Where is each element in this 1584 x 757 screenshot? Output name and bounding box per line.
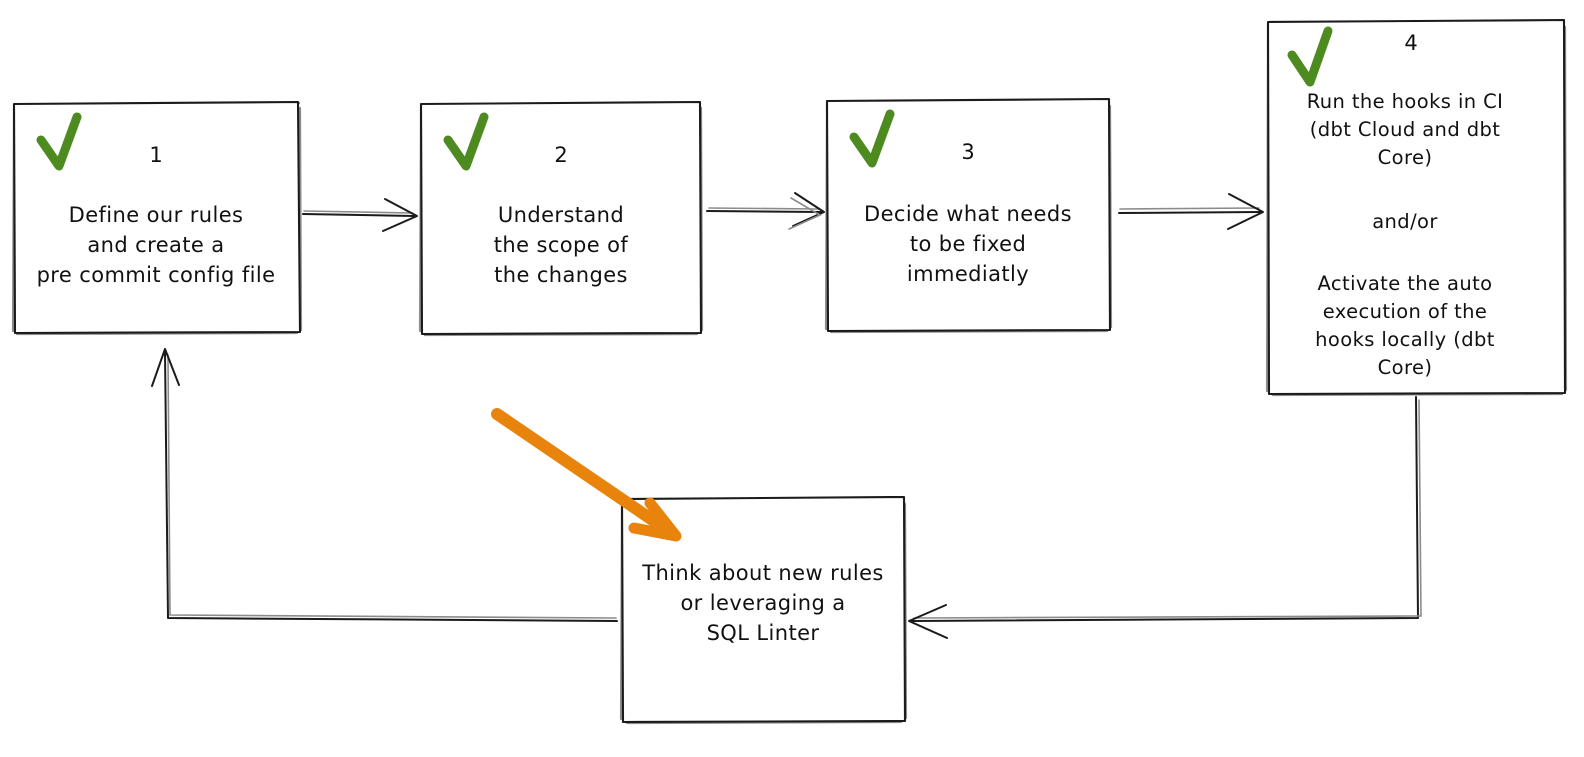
edge-2-3 <box>706 192 825 230</box>
edge-2-3-arrowhead-ghost <box>788 197 822 230</box>
edge-2-3-arrowhead <box>792 192 825 227</box>
node-1-border <box>12 100 302 335</box>
node-3-line-3: immediatly <box>907 262 1029 286</box>
node-1-number: 1 <box>149 143 162 167</box>
node-4-line-8: Core) <box>1378 356 1433 379</box>
node-4-line-6: execution of the <box>1323 300 1488 323</box>
edge-5-1-line-ghost <box>167 354 617 619</box>
node-3-number: 3 <box>961 140 974 164</box>
edge-4-5-line <box>911 396 1419 622</box>
edge-3-4-arrowhead <box>1227 193 1264 230</box>
node-5-line-2: or leveraging a <box>680 591 845 615</box>
edge-3-4-line <box>1118 211 1262 214</box>
node-5-line-1: Think about new rules <box>641 561 884 585</box>
edge-2-3-line-ghost <box>708 207 820 210</box>
node-4[interactable]: 4 Run the hooks in CI (dbt Cloud and dbt… <box>1265 18 1568 397</box>
node-1[interactable]: 1 Define our rules and create a pre comm… <box>11 100 303 336</box>
node-1-line-1: Define our rules <box>69 203 244 227</box>
node-1-line-3: pre commit config file <box>37 263 276 287</box>
node-2-line-3: the changes <box>494 263 628 287</box>
edge-3-4-line-ghost <box>1119 207 1260 210</box>
node-5-line-3: SQL Linter <box>707 621 820 645</box>
node-4-line-1: Run the hooks in CI <box>1307 90 1504 113</box>
check-icon <box>1287 26 1333 87</box>
check-icon <box>36 112 82 171</box>
edge-5-1 <box>151 348 618 622</box>
node-4-line-7: hooks locally (dbt <box>1315 328 1495 351</box>
node-2-line-1: Understand <box>498 203 624 227</box>
node-4-line-3: Core) <box>1378 146 1433 169</box>
node-2-line-2: the scope of <box>494 233 629 257</box>
edge-1-2 <box>302 198 418 232</box>
edge-4-5-arrowhead <box>908 604 948 639</box>
node-4-number: 4 <box>1404 31 1417 55</box>
edge-3-4 <box>1118 193 1264 230</box>
node-5-border <box>620 495 907 724</box>
highlight-arrow-shaft <box>491 408 679 540</box>
node-2-number: 2 <box>554 143 567 167</box>
node-3-line-1: Decide what needs <box>864 202 1072 226</box>
edge-4-5-line-ghost <box>913 399 1422 619</box>
node-4-line-2: (dbt Cloud and dbt <box>1310 118 1501 141</box>
highlight-arrow-head <box>628 497 682 542</box>
edge-1-2-line <box>302 213 415 217</box>
node-3-border <box>825 97 1112 333</box>
node-5[interactable]: Think about new rules or leveraging a SQ… <box>619 495 908 725</box>
edge-1-2-arrowhead <box>382 198 418 232</box>
node-2-border <box>419 100 703 336</box>
node-3-line-2: to be fixed <box>910 232 1026 256</box>
node-2[interactable]: 2 Understand the scope of the changes <box>418 100 704 337</box>
highlight-arrow <box>491 408 682 542</box>
node-4-line-4: and/or <box>1372 210 1438 233</box>
edge-5-1-line <box>164 351 618 622</box>
edge-2-3-line <box>706 210 822 213</box>
node-3[interactable]: 3 Decide what needs to be fixed immediat… <box>824 97 1113 334</box>
edge-4-5 <box>908 396 1422 639</box>
node-4-border <box>1266 18 1567 396</box>
check-icon <box>443 112 489 171</box>
check-icon <box>849 109 895 168</box>
edge-1-2-line-ghost <box>303 210 413 214</box>
node-4-line-5: Activate the auto <box>1318 272 1493 295</box>
node-1-line-2: and create a <box>87 233 224 257</box>
edge-5-1-arrowhead <box>151 348 180 387</box>
